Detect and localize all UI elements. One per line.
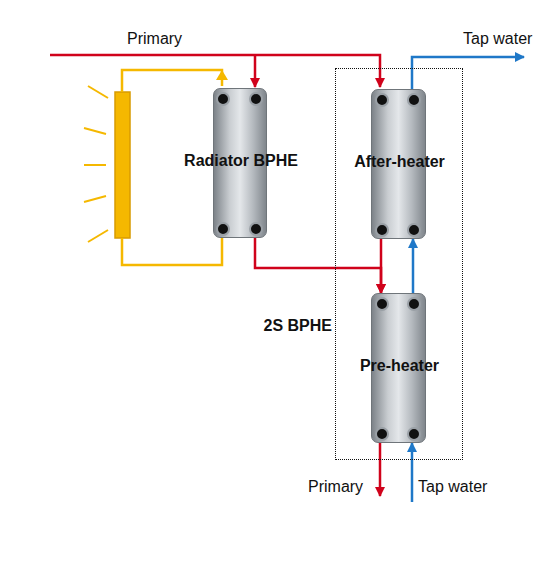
plate-label: Radiator BPHE [184, 152, 298, 170]
port [375, 93, 389, 107]
flow-label: Primary [308, 478, 363, 496]
port [375, 297, 389, 311]
port [216, 222, 230, 236]
pipe-connector [255, 238, 381, 293]
primary-pipe [50, 55, 380, 87]
port [407, 223, 421, 237]
plate-label: Pre-heater [360, 357, 439, 375]
pipe-connector [380, 239, 383, 293]
radiator [115, 92, 130, 238]
port [407, 297, 421, 311]
port [407, 93, 421, 107]
heat-exchanger-plate: Radiator BPHE [213, 88, 267, 238]
tap-water-pipe [411, 443, 414, 502]
port [375, 427, 389, 441]
flow-label: Tap water [418, 478, 487, 496]
flow-label: Primary [127, 30, 182, 48]
primary-pipe [379, 443, 382, 496]
radiator-rays [84, 86, 108, 242]
port [216, 92, 230, 106]
group-box: 2S BPHEAfter-heaterPre-heater [335, 68, 463, 460]
group-label: 2S BPHE [264, 317, 332, 335]
heat-exchanger-plate: Pre-heater [371, 293, 426, 443]
port [407, 427, 421, 441]
port [249, 92, 263, 106]
port [249, 222, 263, 236]
flow-label: Tap water [463, 30, 532, 48]
plate-label: After-heater [354, 153, 445, 171]
heat-exchanger-plate: After-heater [371, 89, 426, 239]
radiator-pipe [122, 70, 222, 92]
radiator-pipe [122, 238, 222, 265]
pipe-connector [412, 239, 415, 293]
port [375, 223, 389, 237]
flow-arrow [216, 70, 228, 80]
primary-pipe [254, 55, 257, 87]
tap-water-pipe [412, 57, 524, 89]
